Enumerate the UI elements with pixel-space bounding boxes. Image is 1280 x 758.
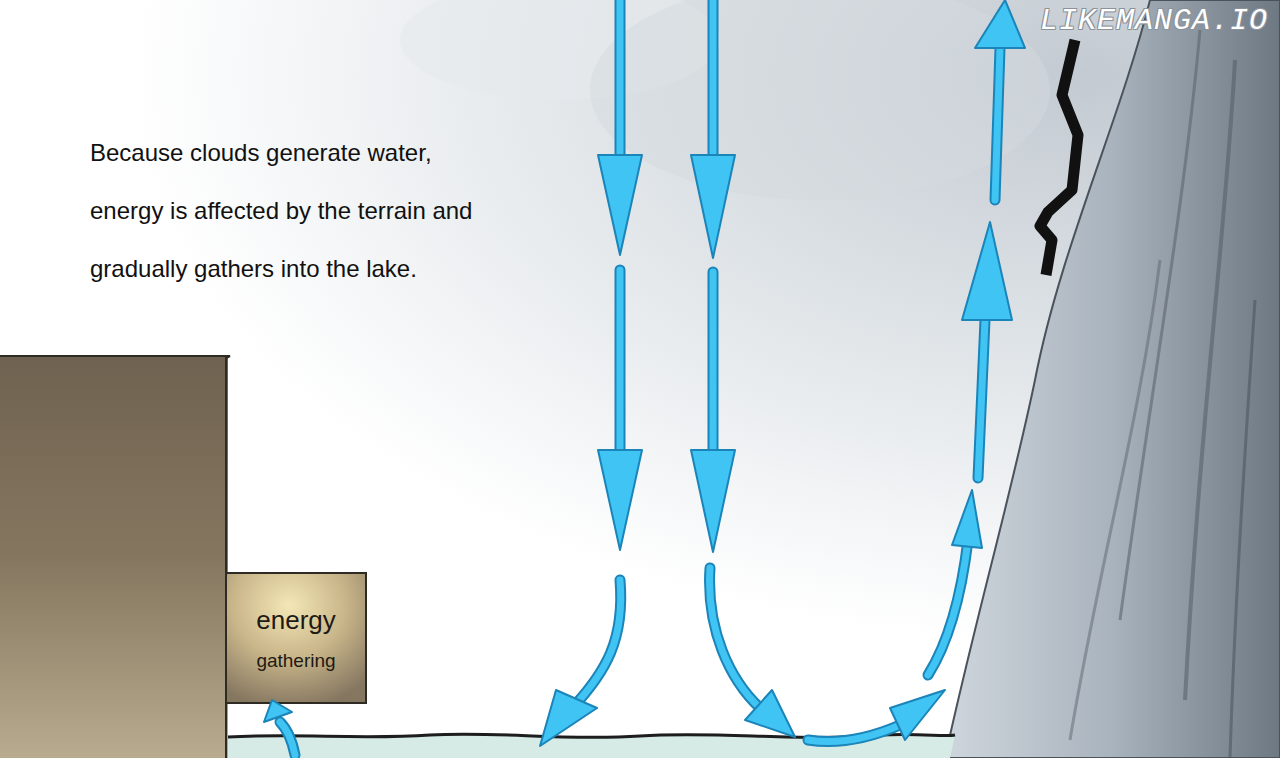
note-text: Because clouds generate water, energy is… — [90, 124, 495, 298]
box-heading: energy — [256, 605, 336, 636]
energy-box: energy gathering — [226, 573, 366, 703]
watermark: LIKEMANGA.IO — [1040, 4, 1268, 38]
box-subtext: gathering — [256, 650, 335, 672]
